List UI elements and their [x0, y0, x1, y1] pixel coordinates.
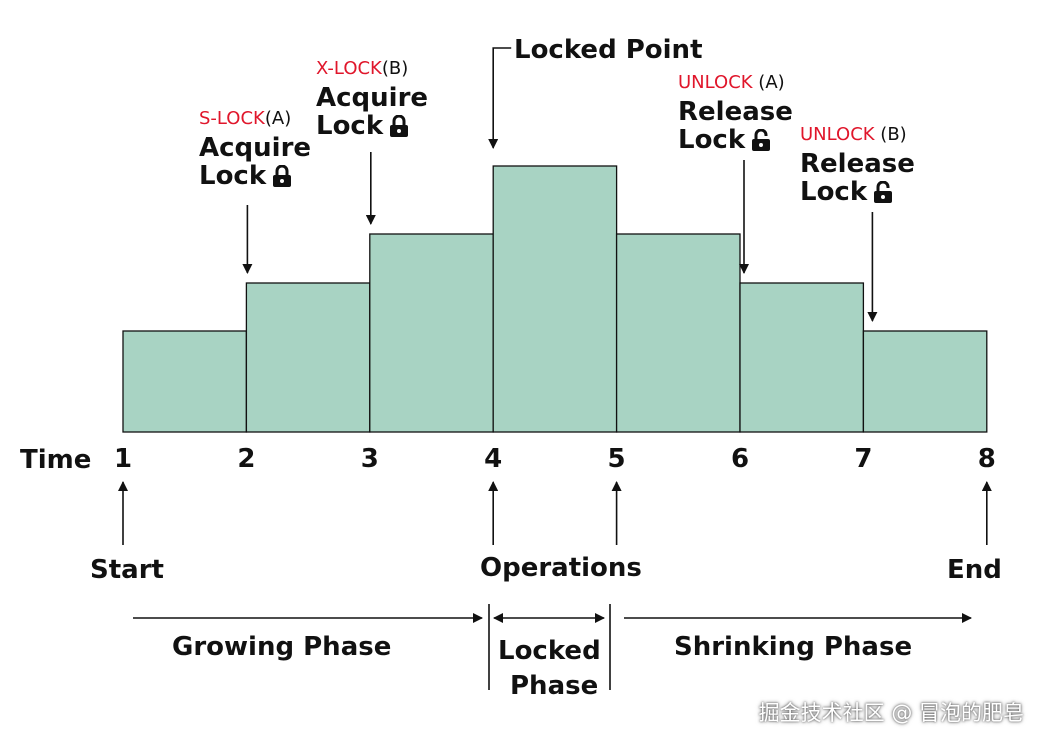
- tick-label-2: 2: [237, 444, 255, 474]
- unlock-b-action: Release: [800, 149, 915, 179]
- time-axis-label: Time: [20, 445, 92, 475]
- s-lock-op: S-LOCK: [199, 108, 265, 129]
- lock-closed-icon: [273, 165, 292, 187]
- locked-point-label: Locked Point: [514, 35, 703, 65]
- growing-phase-label: Growing Phase: [172, 632, 392, 662]
- x-lock-object: Lock: [316, 111, 384, 141]
- unlock-a-action: Release: [678, 97, 793, 127]
- time-bar-7: [862, 330, 988, 433]
- s-lock-object: Lock: [199, 161, 267, 191]
- unlock-b-target: (B): [874, 124, 907, 145]
- time-bar-2: [245, 282, 371, 433]
- time-bar-6: [739, 282, 865, 433]
- x-lock-target: (B): [381, 58, 409, 79]
- tick-label-8: 8: [978, 444, 996, 474]
- locked-phase-label-line1: Locked: [498, 636, 601, 666]
- shrinking-phase-label: Shrinking Phase: [674, 632, 913, 662]
- tick-label-1: 1: [114, 444, 132, 474]
- tick-label-6: 6: [731, 444, 749, 474]
- x-lock-action: Acquire: [316, 83, 429, 113]
- start-label: Start: [90, 555, 164, 585]
- s-lock-event: S-LOCK(A) Acquire Lock: [199, 108, 311, 190]
- unlock-b-object: Lock: [800, 177, 868, 207]
- locked-point-arrow: [488, 47, 512, 149]
- unlock-a-target: (A): [752, 72, 785, 93]
- locked-phase-label-line2: Phase: [510, 671, 599, 701]
- operations-label: Operations: [480, 553, 642, 583]
- s-lock-action: Acquire: [199, 133, 312, 163]
- lock-open-icon: [752, 129, 771, 151]
- tick-label-7: 7: [854, 444, 872, 474]
- unlock-b-op: UNLOCK: [800, 124, 875, 145]
- lock-open-icon: [874, 181, 893, 203]
- time-bar-3: [369, 233, 494, 433]
- lock-closed-icon: [390, 115, 409, 137]
- unlock-a-object: Lock: [678, 125, 746, 155]
- unlock-b-event: UNLOCK (B) Release Lock: [800, 124, 915, 206]
- x-lock-op: X-LOCK: [316, 58, 382, 79]
- time-bar-1: [122, 330, 248, 433]
- time-bar-4: [492, 165, 618, 433]
- end-label: End: [947, 555, 1002, 585]
- x-lock-event: X-LOCK(B) Acquire Lock: [316, 58, 428, 140]
- time-bar-5: [615, 233, 741, 433]
- watermark: 掘金技术社区 @ 冒泡的肥皂: [758, 701, 1024, 725]
- unlock-a-event: UNLOCK (A) Release Lock: [678, 72, 793, 154]
- tick-label-3: 3: [361, 444, 379, 474]
- tick-label-4: 4: [484, 444, 502, 474]
- unlock-a-op: UNLOCK: [678, 72, 753, 93]
- tick-label-5: 5: [608, 444, 626, 474]
- s-lock-target: (A): [264, 108, 292, 129]
